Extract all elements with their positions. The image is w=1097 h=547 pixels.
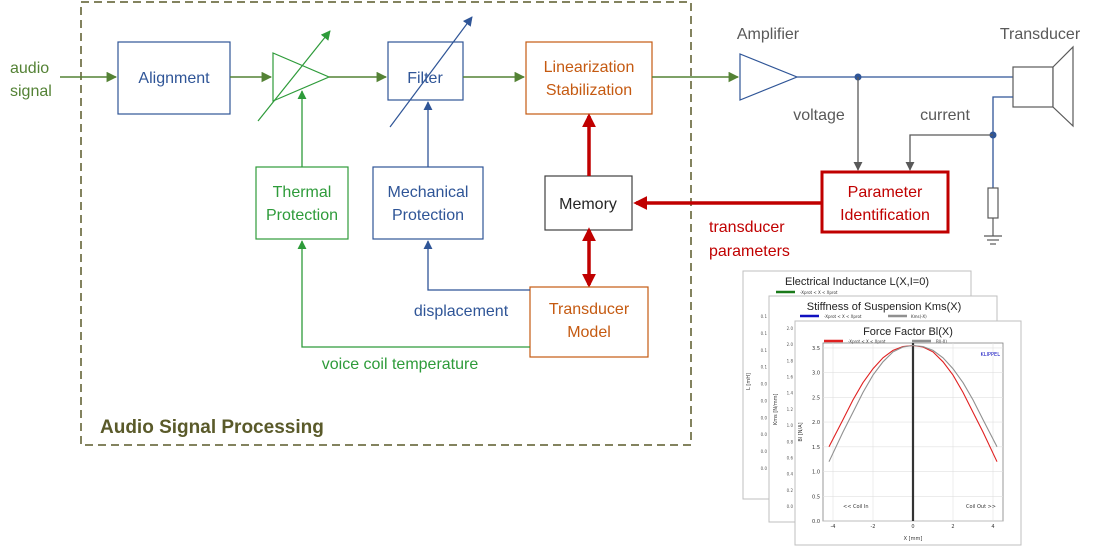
stiffness-chart-ylabel: Kms [N/mm]: [773, 394, 779, 425]
y-tick-label: 1.5: [812, 445, 820, 451]
filter-block: [387, 41, 464, 101]
card-tick-label: 0.1: [761, 314, 768, 319]
displacement-arrow: [423, 240, 530, 291]
x-tick-label: -4: [831, 524, 836, 530]
series-line-gray: [828, 344, 998, 462]
card-tick-label: 0.0: [761, 382, 768, 387]
inductance-chart-title: Electrical Inductance L(X,I=0): [785, 276, 929, 288]
x-tick-label: 0: [911, 524, 914, 530]
card-tick-label: 0.0: [761, 415, 768, 420]
card-tick-label: 0.0: [761, 449, 768, 454]
card-tick-label: 0.8: [787, 439, 794, 444]
legend-label-red: -Xprot < X < Xprot: [848, 339, 886, 344]
speaker-icon: [1012, 45, 1074, 128]
inductance-chart-ylabel: L [mH]: [746, 373, 752, 390]
y-tick-label: 0.0: [812, 519, 820, 525]
x-tick-label: 2: [951, 524, 954, 530]
current-label: current: [920, 107, 970, 124]
inductance-chart-legend: -Xprot < X < Xprot: [800, 290, 838, 295]
identification-label: Identification: [840, 207, 930, 224]
alignment-block: [117, 41, 231, 115]
y-tick-label: 0.5: [812, 494, 820, 500]
card-tick-label: 2.0: [787, 326, 794, 331]
y-tick-label: 3.0: [812, 371, 820, 377]
card-tick-label: 1.0: [787, 423, 794, 428]
mechanical-protection-block: [372, 166, 484, 240]
card-tick-label: 0.1: [761, 348, 768, 353]
mechanical-label-line2: Protection: [392, 207, 464, 224]
return-wire: [992, 96, 1013, 188]
stabilization-label: Stabilization: [546, 82, 632, 99]
linearization-label: Linearization: [544, 59, 635, 76]
model-label-line2: Model: [567, 324, 611, 341]
mechanical-label-line1: Mechanical: [388, 184, 469, 201]
card-tick-label: 1.6: [787, 375, 794, 380]
coil-in-annotation: << Coil In: [843, 504, 869, 510]
model-label-line1: Transducer: [549, 301, 630, 318]
coil-out-annotation: Coil Out >>: [966, 504, 996, 510]
variable-gain-icon: [257, 30, 331, 122]
voltage-label: voltage: [793, 107, 845, 124]
thermal-label-line1: Thermal: [273, 184, 332, 201]
alignment-label: Alignment: [138, 70, 210, 87]
stiffness-chart-legend-b: Kms(-X): [911, 314, 927, 319]
thermal-protection-block: [255, 166, 349, 240]
stiffness-chart-title: Stiffness of Suspension Kms(X): [807, 301, 961, 313]
card-tick-label: 0.0: [761, 466, 768, 471]
thermal-label-line2: Protection: [266, 207, 338, 224]
legend-label-gray: Bl(-X): [936, 339, 947, 344]
stiffness-chart-legend-a: -Xprot < X < Xprot: [824, 314, 862, 319]
card-tick-label: 0.1: [761, 331, 768, 336]
current-arrow: [905, 134, 993, 171]
transducer-model-block: [529, 286, 649, 358]
force-factor-chart-card: Force Factor Bl(X) -Xprot < X < Xprot Bl…: [794, 320, 1022, 546]
chart-xlabel: X [mm]: [904, 536, 923, 542]
processing-label: Audio Signal Processing: [100, 417, 324, 438]
ground-icon: [984, 235, 1002, 245]
card-tick-label: 1.4: [787, 391, 794, 396]
voice-coil-temperature-label: voice coil temperature: [322, 356, 479, 373]
y-tick-label: 3.5: [812, 346, 820, 352]
card-tick-label: 1.8: [787, 358, 794, 363]
card-tick-label: 0.2: [787, 488, 794, 493]
card-tick-label: 0.0: [761, 398, 768, 403]
chart-title: Force Factor Bl(X): [863, 326, 953, 338]
shunt-resistor-icon: [987, 187, 999, 219]
x-tick-label: -2: [871, 524, 876, 530]
card-tick-label: 0.1: [761, 365, 768, 370]
card-tick-label: 2.0: [787, 342, 794, 347]
y-tick-label: 1.0: [812, 470, 820, 476]
parameter-label: Parameter: [848, 184, 923, 201]
amplifier-icon: [739, 53, 799, 101]
x-tick-label: 4: [991, 524, 994, 530]
card-tick-label: 0.0: [761, 432, 768, 437]
card-tick-label: 1.2: [787, 407, 794, 412]
chart-ylabel: Bl [N/A]: [798, 422, 804, 441]
transducer-parameters-label-line1: transducer: [709, 219, 785, 236]
y-tick-label: 2.0: [812, 420, 820, 426]
transducer-parameters-label-line2: parameters: [709, 243, 790, 260]
transducer-label: Transducer: [1000, 26, 1081, 43]
y-tick-label: 2.5: [812, 395, 820, 401]
adjustable-filter-icon: [389, 16, 473, 128]
input-label-line2: signal: [10, 83, 52, 100]
processing-frame: [80, 1, 692, 446]
displacement-label: displacement: [414, 303, 509, 320]
amplifier-label: Amplifier: [737, 26, 800, 43]
card-tick-label: 0.6: [787, 455, 794, 460]
memory-block: [544, 175, 633, 231]
memory-label: Memory: [559, 196, 617, 213]
linearization-block: [525, 41, 653, 115]
chart-watermark: KLIPPEL: [980, 352, 1000, 358]
card-tick-label: 0.4: [787, 472, 794, 477]
voice-coil-temperature-arrow: [297, 240, 530, 348]
filter-label: Filter: [407, 70, 443, 87]
card-tick-label: 0.0: [787, 504, 794, 509]
input-label-line1: audio: [10, 60, 49, 77]
